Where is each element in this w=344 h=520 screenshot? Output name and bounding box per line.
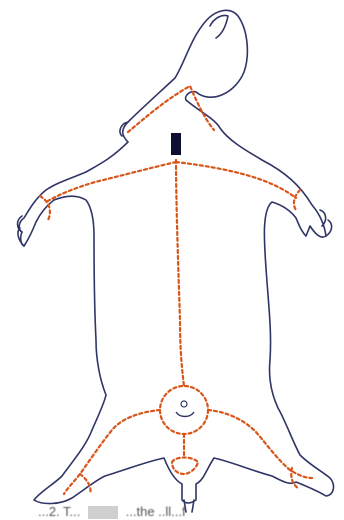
right-arm-cut — [176, 162, 296, 198]
genital-marks — [176, 401, 194, 417]
right-leg-cut — [208, 410, 312, 478]
right-ankle-cut — [291, 468, 298, 488]
right-wrist-cut — [294, 190, 300, 210]
body-outline — [18, 10, 334, 512]
caption-highlight-box — [88, 506, 118, 519]
caption-suffix: ...the ..ll...f — [126, 504, 186, 519]
caption-prefix: ...2. T... — [38, 504, 80, 519]
tail-base-cut — [172, 458, 198, 475]
midline-cut — [176, 160, 184, 386]
left-leg-cut — [64, 410, 160, 494]
head-outline — [19, 10, 333, 503]
incision-marker-icon — [171, 133, 181, 155]
genital-circle-cut — [160, 386, 208, 434]
ear-outline — [210, 15, 228, 38]
caption: ...2. T... ...the ..ll...f — [38, 504, 344, 520]
